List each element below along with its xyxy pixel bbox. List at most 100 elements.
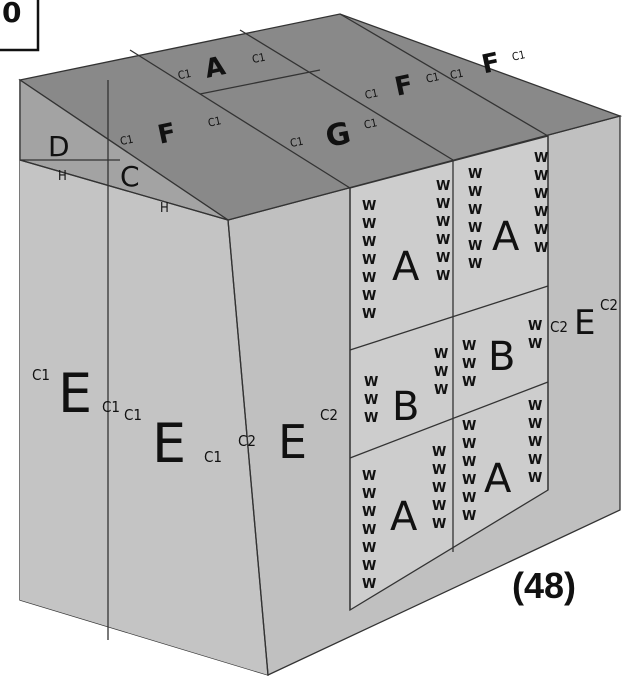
label-b-1: B: [392, 384, 419, 430]
right-e-labels: C2 E C2 C2 E C2: [238, 296, 618, 469]
label-a-4: A: [484, 456, 512, 502]
label-w: W: [462, 491, 476, 506]
label-e-1: E: [58, 362, 92, 425]
label-w: W: [534, 187, 548, 202]
door-labels: A A B B A A: [390, 214, 520, 540]
label-c2-e4-left: C2: [550, 318, 568, 336]
label-w: W: [528, 453, 542, 468]
label-w: W: [436, 251, 450, 266]
label-w: W: [362, 235, 376, 250]
label-w: W: [432, 499, 446, 514]
label-h-2: H: [160, 201, 169, 216]
label-c2-e3-right: C2: [320, 406, 338, 424]
label-w: W: [362, 199, 376, 214]
label-a-3: A: [390, 494, 418, 540]
label-w: W: [434, 365, 448, 380]
label-c1-top-1: C1: [177, 67, 193, 82]
label-w: W: [436, 269, 450, 284]
label-w: W: [462, 419, 476, 434]
label-e-4: E: [574, 303, 595, 343]
label-w: W: [528, 337, 542, 352]
label-w: W: [434, 383, 448, 398]
label-w: W: [528, 471, 542, 486]
label-w: W: [364, 411, 378, 426]
corner-box: 0: [0, 0, 40, 52]
label-c2-e4-right: C2: [600, 296, 618, 314]
label-w: W: [362, 271, 376, 286]
label-c1-e1-right: C1: [102, 398, 120, 416]
label-e-3: E: [278, 415, 307, 469]
label-w: W: [468, 185, 482, 200]
label-c1-top-9: C1: [289, 135, 305, 150]
label-a-2: A: [492, 214, 520, 260]
label-w: W: [462, 375, 476, 390]
label-h-1: H: [58, 169, 67, 184]
label-b-2: B: [488, 334, 515, 380]
label-w: W: [462, 339, 476, 354]
label-w: W: [462, 437, 476, 452]
label-c1-top-7: C1: [119, 133, 135, 148]
left-face-fill: [20, 160, 268, 675]
left-e-labels: C1 E C1 C1 E C1: [32, 362, 222, 475]
label-w: W: [468, 239, 482, 254]
label-c1-e1-left: C1: [32, 366, 50, 384]
label-c1-e2-right: C1: [204, 448, 222, 466]
label-w: W: [528, 399, 542, 414]
label-w: W: [362, 559, 376, 574]
label-f-left-top: F: [155, 118, 179, 151]
panel-lines: [19, 13, 549, 676]
label-w: W: [432, 481, 446, 496]
label-w: W: [362, 505, 376, 520]
label-w: W: [364, 375, 378, 390]
label-c1-top-5: C1: [449, 67, 465, 82]
label-c1-top-10: C1: [363, 116, 379, 131]
label-w: W: [462, 455, 476, 470]
label-w: W: [468, 203, 482, 218]
label-w: W: [362, 541, 376, 556]
label-w: W: [362, 253, 376, 268]
label-a-1: A: [392, 244, 420, 290]
label-c1-top-2: C1: [251, 51, 267, 66]
label-w: W: [362, 217, 376, 232]
label-w: W: [462, 509, 476, 524]
label-d: D: [48, 130, 70, 163]
label-c1-top-8: C1: [207, 114, 223, 129]
label-w: W: [362, 307, 376, 322]
label-c1-top-3: C1: [364, 86, 380, 101]
label-e-2: E: [152, 412, 186, 475]
label-c2-e3-left: C2: [238, 432, 256, 450]
label-w: W: [534, 169, 548, 184]
label-w: W: [432, 463, 446, 478]
label-w: W: [434, 347, 448, 362]
label-w: W: [436, 215, 450, 230]
label-w: W: [534, 205, 548, 220]
left-top-labels: D H C H: [48, 130, 169, 216]
label-w: W: [362, 469, 376, 484]
label-f-top-1: F: [392, 70, 416, 103]
label-w: W: [436, 179, 450, 194]
label-w: W: [432, 445, 446, 460]
label-w: W: [528, 417, 542, 432]
label-w: W: [436, 197, 450, 212]
label-w: W: [436, 233, 450, 248]
label-w: W: [462, 357, 476, 372]
label-w: W: [468, 167, 482, 182]
label-c: C: [120, 160, 140, 193]
corner-mark: 0: [2, 0, 21, 29]
label-c1-top-6: C1: [511, 48, 527, 63]
label-w: W: [534, 223, 548, 238]
label-f-top-2: F: [479, 47, 503, 80]
label-w: W: [364, 393, 378, 408]
figure-number: (48): [512, 565, 576, 606]
label-w: W: [362, 487, 376, 502]
top-labels: A C1 C1 F C1 C1 F C1 C1 F C1 C1 G C1 C1: [119, 47, 527, 155]
label-w: W: [534, 241, 548, 256]
label-w: W: [432, 517, 446, 532]
label-w: W: [534, 151, 548, 166]
label-c1-top-4: C1: [425, 70, 441, 85]
label-c1-e2-left: C1: [124, 406, 142, 424]
label-w: W: [528, 435, 542, 450]
w-markers: WWWWWWWWWWWWWWWWWWWWWWWWWWWWWWWWWWWWWWWW…: [362, 151, 548, 592]
label-w: W: [362, 289, 376, 304]
